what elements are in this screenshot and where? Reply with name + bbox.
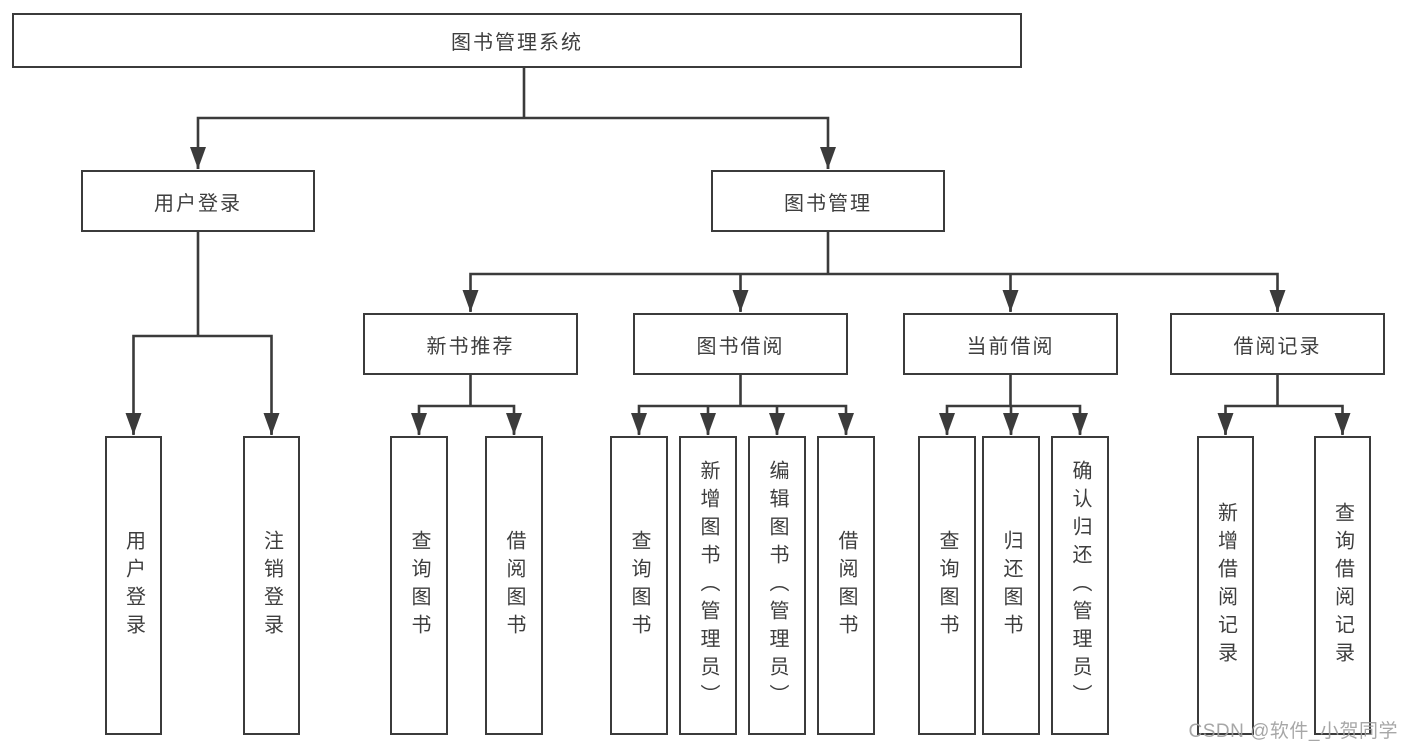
leaf-query-books-current: 查询图书 — [918, 436, 976, 735]
leaf-add-book-admin-label: 新增图书（管理员） — [697, 459, 719, 712]
leaf-query-books-borrow-label: 查询图书 — [628, 529, 650, 642]
node-book-borrow-label: 图书借阅 — [696, 335, 785, 358]
watermark: CSDN @软件_小贺同学 — [1188, 721, 1398, 742]
leaf-edit-book-admin-label: 编辑图书（管理员） — [766, 459, 788, 712]
leaf-query-books-recommend-label: 查询图书 — [408, 529, 430, 642]
leaf-return-book: 归还图书 — [982, 436, 1040, 735]
leaf-user-login-label: 用户登录 — [122, 529, 145, 642]
leaf-confirm-return-admin: 确认归还（管理员） — [1051, 436, 1109, 735]
leaf-query-books-recommend: 查询图书 — [390, 436, 448, 735]
edges-book-borrow — [631, 375, 854, 435]
node-current-borrow-label: 当前借阅 — [966, 335, 1055, 358]
node-current-borrow: 当前借阅 — [903, 313, 1118, 375]
node-book-management-label: 图书管理 — [784, 192, 872, 215]
leaf-query-books-borrow: 查询图书 — [610, 436, 668, 735]
node-borrow-records-label: 借阅记录 — [1233, 335, 1322, 358]
edges-current-borrow — [939, 375, 1088, 435]
node-user-login: 用户登录 — [81, 170, 315, 232]
leaf-query-books-current-label: 查询图书 — [936, 529, 958, 642]
leaf-add-borrow-record-label: 新增借阅记录 — [1214, 501, 1237, 670]
leaf-borrow-books-recommend-label: 借阅图书 — [503, 529, 525, 642]
leaf-logout: 注销登录 — [243, 436, 300, 735]
leaf-edit-book-admin: 编辑图书（管理员） — [748, 436, 806, 735]
node-new-book-recommend: 新书推荐 — [363, 313, 578, 375]
leaf-confirm-return-admin-label: 确认归还（管理员） — [1069, 459, 1091, 712]
leaf-borrow-books: 借阅图书 — [817, 436, 875, 735]
node-book-borrow: 图书借阅 — [633, 313, 848, 375]
edges-book-management — [462, 232, 1286, 312]
edges-borrow-records — [1217, 375, 1351, 435]
node-book-management: 图书管理 — [711, 170, 945, 232]
node-root: 图书管理系统 — [12, 13, 1022, 68]
leaf-query-borrow-record-label: 查询借阅记录 — [1331, 501, 1354, 670]
node-root-label: 图书管理系统 — [451, 32, 583, 54]
leaf-logout-label: 注销登录 — [260, 529, 283, 642]
leaf-query-borrow-record: 查询借阅记录 — [1314, 436, 1371, 735]
edges-new-book-recommend — [411, 375, 522, 435]
leaf-user-login: 用户登录 — [105, 436, 162, 735]
leaf-borrow-books-recommend: 借阅图书 — [485, 436, 543, 735]
leaf-add-book-admin: 新增图书（管理员） — [679, 436, 737, 735]
node-borrow-records: 借阅记录 — [1170, 313, 1385, 375]
leaf-return-book-label: 归还图书 — [1000, 529, 1022, 642]
leaf-add-borrow-record: 新增借阅记录 — [1197, 436, 1254, 735]
leaf-borrow-books-label: 借阅图书 — [835, 529, 857, 642]
node-user-login-label: 用户登录 — [154, 192, 242, 215]
node-new-book-recommend-label: 新书推荐 — [426, 335, 515, 358]
edges-user-login — [125, 232, 280, 435]
edges-root-to-level2 — [190, 67, 836, 169]
